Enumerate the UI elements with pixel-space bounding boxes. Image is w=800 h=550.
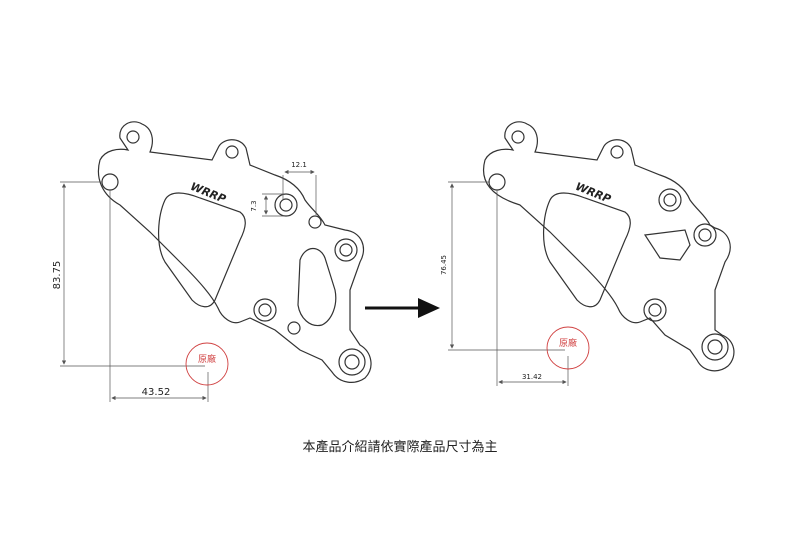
left-dim-vertical: 83.75 xyxy=(52,261,63,290)
right-logo-text: WRRP xyxy=(573,180,612,206)
right-stamp-label: 原廠 xyxy=(559,337,577,349)
transition-arrow xyxy=(365,298,440,318)
left-dim-horizontal: 43.52 xyxy=(142,387,171,398)
right-dimensions xyxy=(448,181,569,386)
right-dim-horizontal: 31.42 xyxy=(522,373,542,381)
left-stamp-label: 原廠 xyxy=(198,353,216,365)
disclaimer-caption: 本產品介紹請依實際產品尺寸為主 xyxy=(302,440,498,455)
left-stamp-circle xyxy=(185,342,229,386)
left-dim-top-width: 12.1 xyxy=(291,161,307,169)
left-logo-text: WRRP xyxy=(188,180,227,206)
left-bracket xyxy=(97,121,372,383)
left-dim-small-vertical: 7.3 xyxy=(250,200,258,211)
right-bracket xyxy=(482,121,735,372)
left-dimensions xyxy=(60,169,317,402)
right-stamp-circle xyxy=(546,326,590,370)
right-dim-vertical: 76.45 xyxy=(440,255,448,275)
